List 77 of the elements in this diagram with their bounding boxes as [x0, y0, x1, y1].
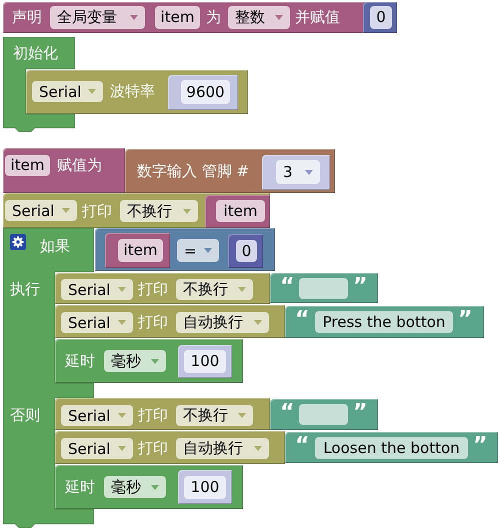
pin-block	[262, 155, 330, 190]
dropdown-field: 毫秒	[104, 476, 166, 498]
quote-mark: “	[295, 309, 310, 331]
serial-print-block	[55, 305, 285, 338]
block-label: 赋值为	[57, 155, 102, 175]
block-label: 打印	[138, 279, 168, 299]
dropdown-field: =	[177, 239, 219, 262]
block-label: 为	[206, 7, 221, 27]
dropdown-field: Serial	[61, 312, 133, 333]
number-field: 100	[184, 476, 226, 499]
dropdown-field: Serial	[61, 438, 133, 459]
serial-print-block	[55, 398, 270, 430]
text-field: Loosen the botton	[315, 437, 468, 459]
compare-block	[95, 228, 275, 271]
dropdown-field: 不换行	[176, 405, 253, 426]
block-label: 打印	[82, 201, 112, 221]
dropdown-field: Serial	[32, 81, 104, 102]
variable-declaration-block	[3, 2, 365, 33]
block-label: 延时	[65, 351, 95, 371]
block-label: 声明	[12, 7, 42, 27]
number-field: 0	[236, 240, 257, 262]
variable-name-field: item	[5, 155, 50, 176]
block-label: 打印	[138, 405, 168, 425]
dropdown-field: 不换行	[176, 279, 253, 300]
dropdown-field: 自动换行	[176, 312, 269, 333]
serial-print-block	[55, 431, 285, 464]
string-block	[270, 399, 378, 430]
block-label: 打印	[138, 312, 168, 332]
block-label: 执行	[10, 279, 40, 299]
number-field: 100	[184, 350, 226, 373]
dropdown-field: Serial	[5, 200, 77, 221]
delay-block	[55, 339, 243, 383]
block-label: 如果	[40, 236, 70, 256]
number-field: 9600	[181, 80, 230, 104]
number-block	[178, 470, 232, 504]
text-field: Press the botton	[315, 311, 453, 333]
serial-print-block	[3, 193, 270, 228]
dropdown-field: 整数	[228, 6, 290, 29]
delay-block	[55, 465, 243, 509]
quote-mark: “	[280, 276, 294, 298]
block-label: 并赋值	[295, 7, 340, 27]
number-block	[178, 345, 232, 378]
serial-print-block	[55, 273, 270, 304]
variable-block	[205, 195, 270, 228]
string-block	[270, 273, 378, 303]
dropdown-field: 毫秒	[104, 350, 166, 372]
serial-baud-block	[26, 70, 248, 114]
variable-field: item	[216, 200, 265, 222]
number-block	[168, 75, 238, 110]
quote-mark: ”	[353, 276, 368, 298]
block-label: 初始化	[13, 43, 58, 63]
block-label: 波特率	[110, 81, 155, 101]
quote-mark: ”	[458, 309, 472, 331]
variable-block	[105, 233, 170, 268]
string-block	[285, 306, 484, 338]
string-block	[285, 432, 498, 463]
assign-block	[3, 148, 125, 193]
block-label: 否则	[10, 405, 40, 425]
block-label: 数字输入 管脚 #	[137, 161, 250, 181]
dropdown-field: 不换行	[120, 200, 198, 222]
number-block	[228, 234, 263, 268]
dropdown-field: 3	[276, 160, 320, 184]
variable-name-field: item	[155, 6, 200, 29]
quote-mark: “	[295, 435, 310, 457]
quote-mark: ”	[353, 402, 368, 424]
variable-field: item	[118, 239, 163, 262]
dropdown-field: Serial	[61, 279, 133, 300]
quote-mark: ”	[473, 435, 488, 457]
number-block	[363, 2, 397, 33]
dropdown-field: 自动换行	[176, 438, 269, 459]
block-label: 打印	[138, 438, 168, 458]
block-label: 延时	[65, 477, 95, 497]
digital-read-block	[125, 149, 335, 193]
dropdown-field: Serial	[61, 405, 133, 426]
dropdown-field: 全局变量	[50, 6, 145, 29]
number-field: 0	[370, 6, 392, 29]
quote-mark: “	[280, 402, 294, 424]
